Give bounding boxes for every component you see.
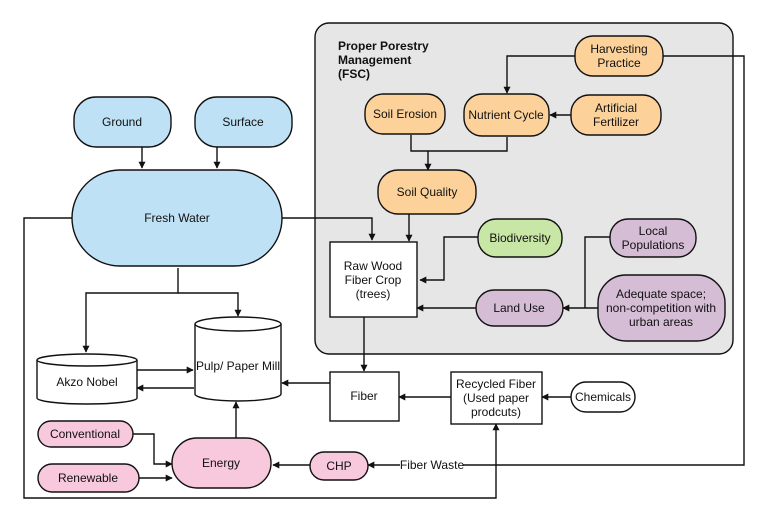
- label-line: Energy: [202, 456, 240, 470]
- artificial-fertilizer-node: [570, 94, 662, 136]
- edge-soilerosion-to-soilquality: [410, 135, 432, 171]
- akzo-nobel-label: Akzo Nobel: [56, 375, 117, 389]
- nutrient-cycle-label: Nutrient Cycle: [468, 108, 544, 122]
- label-line: Pulp/ Paper Mill: [196, 359, 280, 373]
- label-line: Fresh Water: [144, 211, 210, 225]
- label-line: Renewable: [58, 471, 118, 485]
- land-use-label: Land Use: [493, 301, 545, 315]
- label-line: Soil Quality: [397, 185, 458, 199]
- fiber-waste-label: Fiber Waste: [400, 458, 465, 472]
- label-line: Surface: [222, 115, 264, 129]
- label-line: Soil Erosion: [373, 107, 437, 121]
- edge-freshwater-to-akzo: [82, 268, 179, 353]
- label-line: Conventional: [50, 427, 120, 441]
- fiber-node: [329, 371, 400, 422]
- surface-node: [194, 96, 293, 148]
- edge-localpop-to-landuse: [584, 236, 610, 308]
- label-line: Proper Porestry: [338, 39, 429, 53]
- edge-biodiversity-to-rawwood: [419, 236, 478, 284]
- conventional-node: [37, 420, 134, 448]
- chp-node: [309, 451, 369, 481]
- label-line: Recycled Fiber: [456, 377, 536, 391]
- fiber-waste-label-bg: [402, 457, 462, 473]
- label-line: (Used paper: [463, 391, 529, 405]
- label-line: Raw Wood: [344, 259, 402, 273]
- label-line: Chemicals: [575, 390, 631, 404]
- fresh-water-label: Fresh Water: [144, 211, 210, 225]
- surface-label: Surface: [222, 115, 264, 129]
- label-line: Management: [338, 53, 411, 67]
- local-populations-node: [609, 218, 697, 258]
- label-line: prodcuts): [471, 405, 521, 419]
- label-line: Fiber Crop: [345, 273, 402, 287]
- label-line: Local: [639, 224, 668, 238]
- label-line: Populations: [622, 238, 685, 252]
- soil-quality-node: [377, 169, 477, 215]
- soil-erosion-label: Soil Erosion: [373, 107, 437, 121]
- label-line: Fertilizer: [593, 115, 639, 129]
- recycled-fiber-node: [450, 371, 543, 425]
- conventional-label: Conventional: [50, 427, 120, 441]
- edges: [23, 55, 745, 499]
- soil-erosion-node: [364, 93, 446, 135]
- edge-fiberwaste-to-chp: [368, 55, 745, 465]
- nutrient-cycle-node: [463, 93, 550, 137]
- label-line: Adequate space;: [616, 287, 706, 301]
- adequate-space-node: [597, 274, 726, 342]
- biodiversity-node: [477, 218, 563, 258]
- renewable-node: [37, 463, 140, 493]
- fresh-water-node: [71, 169, 283, 267]
- label-line: Practice: [597, 56, 641, 70]
- chp-label: CHP: [326, 459, 351, 473]
- label-line: Akzo Nobel: [56, 375, 117, 389]
- harvesting-practice-node: [574, 35, 664, 77]
- label-line: CHP: [326, 459, 351, 473]
- land-use-node: [475, 289, 564, 327]
- label-line: Artificial: [595, 101, 637, 115]
- biodiversity-label: Biodiversity: [489, 231, 550, 245]
- energy-label: Energy: [202, 456, 240, 470]
- akzo-nobel-node: [36, 353, 138, 405]
- fiber-label: Fiber: [350, 389, 377, 403]
- label-line: Land Use: [493, 301, 545, 315]
- chemicals-node: [570, 381, 636, 413]
- chemicals-label: Chemicals: [575, 390, 631, 404]
- label-line: Harvesting: [590, 42, 647, 56]
- pulp-paper-mill-node: [194, 316, 282, 402]
- label-line: Fiber: [350, 389, 377, 403]
- edge-freshwater-to-pulpmill: [178, 292, 242, 317]
- label-line: non-competition with: [606, 301, 716, 315]
- pulp-paper-mill-label: Pulp/ Paper Mill: [196, 359, 280, 373]
- label-line: (FSC): [338, 67, 370, 81]
- label-line: (trees): [356, 287, 391, 301]
- edge-freshwater-to-rawwood: [278, 217, 376, 241]
- renewable-label: Renewable: [58, 471, 118, 485]
- label-line: urban areas: [629, 315, 693, 329]
- edge-conventional-to-energy: [133, 433, 173, 468]
- energy-node: [171, 437, 272, 489]
- raw-wood-fiber-crop-node: [329, 241, 418, 318]
- label-line: Nutrient Cycle: [468, 108, 544, 122]
- ground-label: Ground: [102, 115, 142, 129]
- edge-nutrient-to-soilquality: [428, 137, 508, 152]
- soil-quality-label: Soil Quality: [397, 185, 458, 199]
- label-line: Biodiversity: [489, 231, 550, 245]
- edge-harvesting-to-nutrient: [503, 55, 575, 94]
- label-line: Ground: [102, 115, 142, 129]
- edge-freshwater-loop-to-recycled: [23, 217, 500, 499]
- ground-node: [73, 96, 172, 148]
